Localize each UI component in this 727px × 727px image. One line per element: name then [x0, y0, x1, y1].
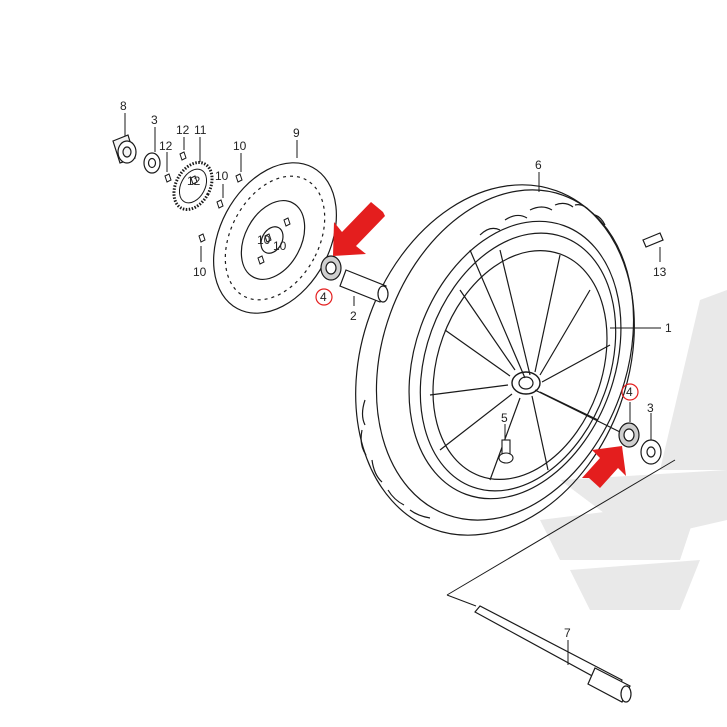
clip-13 [642, 232, 664, 248]
label-part-4-left: 4 [320, 290, 327, 304]
highlight-circles [315, 288, 639, 401]
label-part-12-top: 12 [176, 123, 190, 137]
abs-sensor-ring [172, 161, 214, 211]
label-part-4-right: 4 [626, 385, 633, 399]
label-part-10-disc-a: 10 [257, 233, 271, 247]
label-part-3-left: 3 [151, 113, 158, 127]
abs-bolts-12 [164, 151, 198, 185]
bearing-4-right [618, 422, 640, 448]
label-part-10-bottom: 10 [193, 265, 207, 279]
label-part-1: 1 [665, 321, 672, 335]
dust-seal-3-left [143, 152, 161, 174]
label-part-10-mid: 10 [215, 169, 229, 183]
front-axle-7 [474, 605, 632, 703]
label-part-8: 8 [120, 99, 127, 113]
label-part-13: 13 [653, 265, 667, 279]
assembly-guide-lines [446, 459, 676, 607]
valve-5 [498, 439, 514, 464]
label-part-10-disc-b: 10 [273, 239, 287, 253]
background-watermark [540, 290, 727, 610]
label-part-12-left: 12 [159, 139, 173, 153]
leader-lines [124, 113, 661, 665]
label-part-9: 9 [293, 126, 300, 140]
highlight-arrow-upper [333, 202, 385, 256]
label-part-10-top: 10 [233, 139, 247, 153]
label-part-2: 2 [350, 309, 357, 323]
front-wheel-assembly [355, 184, 635, 536]
highlight-arrow-lower [582, 446, 626, 488]
spacer-8 [112, 134, 137, 164]
axle-spacer-2 [339, 269, 389, 303]
label-part-12-ring: 12 [187, 174, 201, 188]
label-part-3-right: 3 [647, 401, 654, 415]
label-part-7: 7 [564, 626, 571, 640]
dust-seal-3-right [640, 439, 662, 465]
bearing-4-left [320, 255, 342, 281]
label-part-11: 11 [194, 123, 207, 137]
disc-bolts-10 [198, 173, 291, 265]
label-part-6: 6 [535, 158, 542, 172]
label-part-5: 5 [501, 411, 508, 425]
